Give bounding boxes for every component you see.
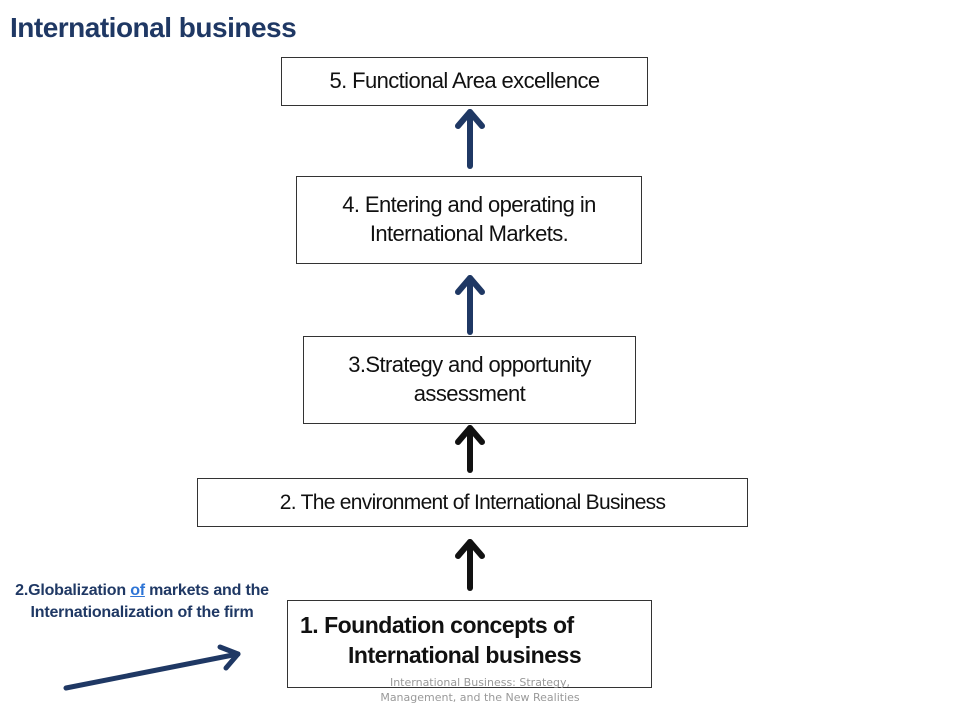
box2-label: 2. The environment of International Busi… [279,490,666,514]
box-environment-international-business: 2. The environment of International Busi… [197,478,748,527]
arrow-side-note-to-box1 [63,644,241,691]
box4-line1: 4. Entering and operating in [342,192,596,218]
box3-line2: assessment [413,381,526,406]
box-entering-international-markets: 4. Entering and operating in Internation… [296,176,642,264]
footer-line1: International Business: Strategy, [389,676,571,689]
arrow-up-1-to-2 [455,539,485,591]
side-note-part1: 2.Globalization [15,582,131,599]
side-note: 2.Globalization of markets and the Inter… [8,580,276,623]
box1-line2: International business [348,641,582,668]
box-functional-area-excellence: 5. Functional Area excellence [281,57,648,106]
arrow-up-4-to-5 [455,109,485,169]
box-foundation-concepts: 1. Foundation concepts of International … [287,600,652,688]
slide-title: International business [10,12,297,43]
side-note-link[interactable]: of [130,582,145,599]
footer-citation: International Business: Strategy, Manage… [355,675,605,706]
arrow-up-3-to-4 [455,275,485,335]
box1-line1: 1. Foundation concepts of [300,612,574,638]
box3-line1: 3.Strategy and opportunity [348,352,591,378]
side-note-part2: markets and the Internationalization of … [30,582,270,621]
box-strategy-opportunity: 3.Strategy and opportunity assessment [303,336,636,424]
footer-line2: Management, and the New Realities [380,691,580,705]
arrow-up-2-to-3 [455,425,485,473]
box5-label: 5. Functional Area excellence [329,68,601,94]
box4-line2: International Markets. [369,221,569,246]
